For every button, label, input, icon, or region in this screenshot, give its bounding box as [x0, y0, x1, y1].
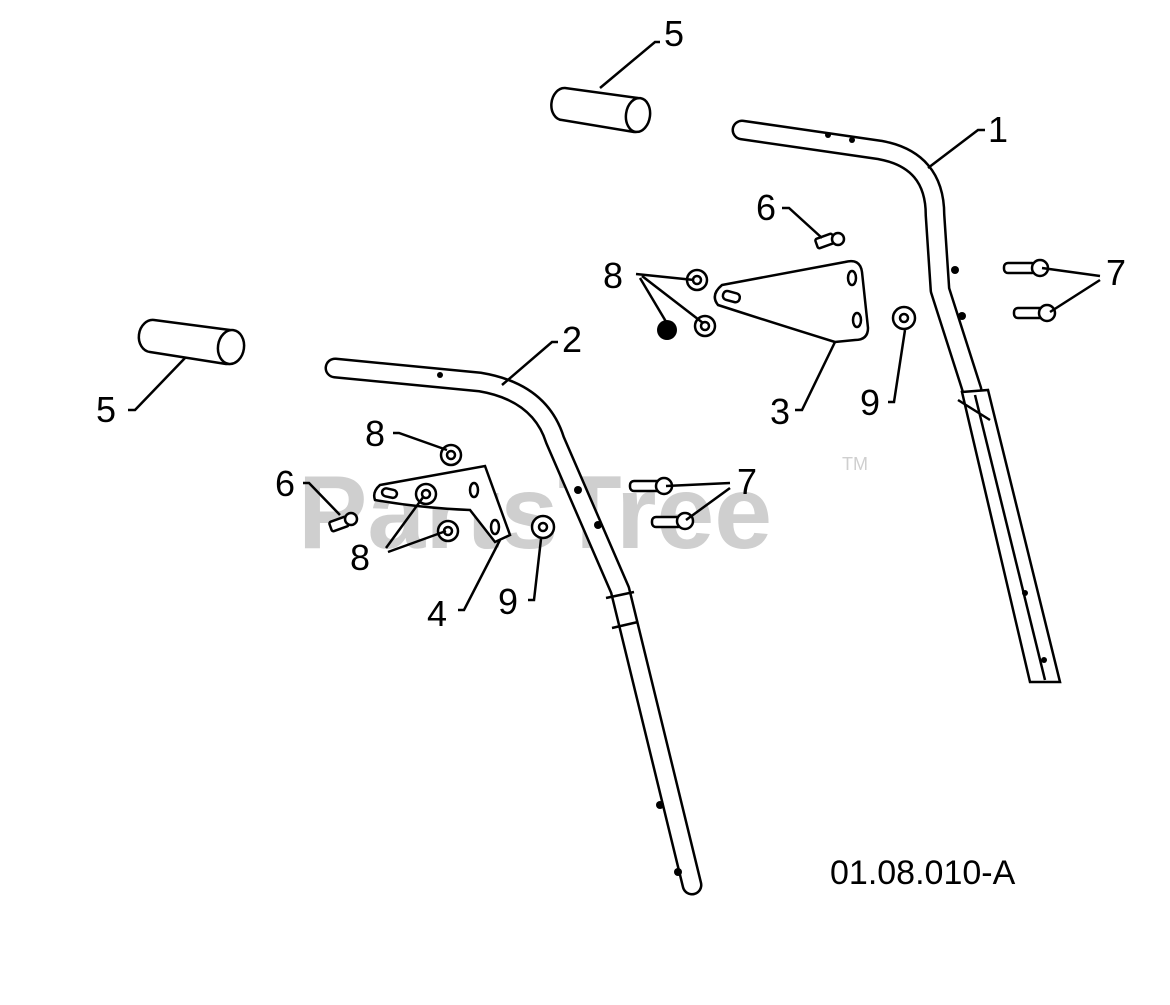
callout-5-top: 5	[664, 13, 684, 54]
callout-6-left: 6	[275, 463, 295, 504]
callout-8-right: 8	[603, 255, 623, 296]
nuts-right[interactable]	[657, 268, 717, 340]
bracket-right[interactable]	[713, 259, 870, 344]
callout-7-left: 7	[737, 461, 757, 502]
callout-5-left: 5	[96, 389, 116, 430]
bolt-right[interactable]	[814, 231, 846, 250]
callout-labels: 5 5 1 2 3 4 6 6 7 7 8 8 8 9 9	[96, 13, 1126, 634]
leader-lines	[128, 40, 1101, 612]
callout-9-left: 9	[498, 581, 518, 622]
watermark-text: PartsTree	[298, 455, 772, 571]
nuts-left[interactable]	[414, 443, 463, 543]
washer-right[interactable]	[891, 305, 917, 331]
callout-9-right: 9	[860, 382, 880, 423]
bracket-left[interactable]	[372, 464, 512, 544]
callout-7-right: 7	[1106, 252, 1126, 293]
callout-8-left-bottom: 8	[350, 537, 370, 578]
grip-top[interactable]	[550, 86, 652, 134]
handle-tube-left[interactable]	[324, 357, 703, 896]
washer-left[interactable]	[530, 514, 556, 540]
callout-6-right: 6	[756, 187, 776, 228]
watermark: PartsTree TM	[298, 454, 868, 571]
bolt-left[interactable]	[328, 511, 359, 533]
diagram-code: 01.08.010-A	[830, 854, 1016, 892]
callout-4: 4	[427, 593, 447, 634]
callout-8-left-top: 8	[365, 413, 385, 454]
grip-left[interactable]	[137, 318, 246, 366]
watermark-trademark: TM	[842, 454, 868, 474]
callout-1: 1	[988, 109, 1008, 150]
handle-tube-right[interactable]	[731, 119, 1062, 684]
callout-2: 2	[562, 319, 582, 360]
carriage-bolts-right[interactable]	[1002, 258, 1057, 323]
carriage-bolts-left[interactable]	[628, 476, 695, 531]
callout-3: 3	[770, 391, 790, 432]
